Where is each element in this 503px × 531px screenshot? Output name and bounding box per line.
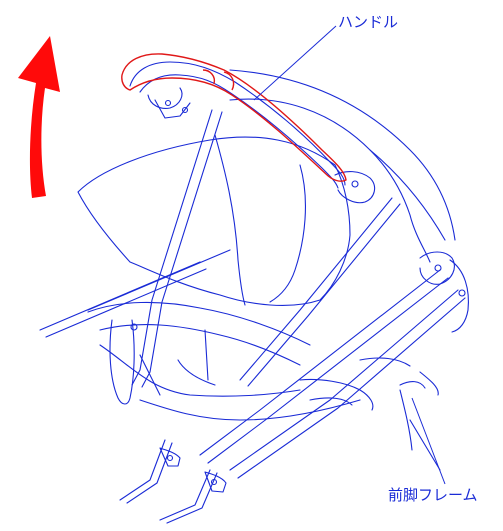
stroller-line-art: [39, 61, 469, 524]
callout-lines: [253, 25, 446, 485]
handle-label: ハンドル: [338, 13, 399, 31]
curved-up-arrow-icon: [18, 36, 60, 198]
handle-callout-line: [253, 25, 337, 101]
front-leg-frame-label: 前脚フレーム: [388, 486, 478, 504]
handle-highlight: [121, 53, 347, 182]
front-leg-frame-callout-line: [411, 397, 446, 485]
